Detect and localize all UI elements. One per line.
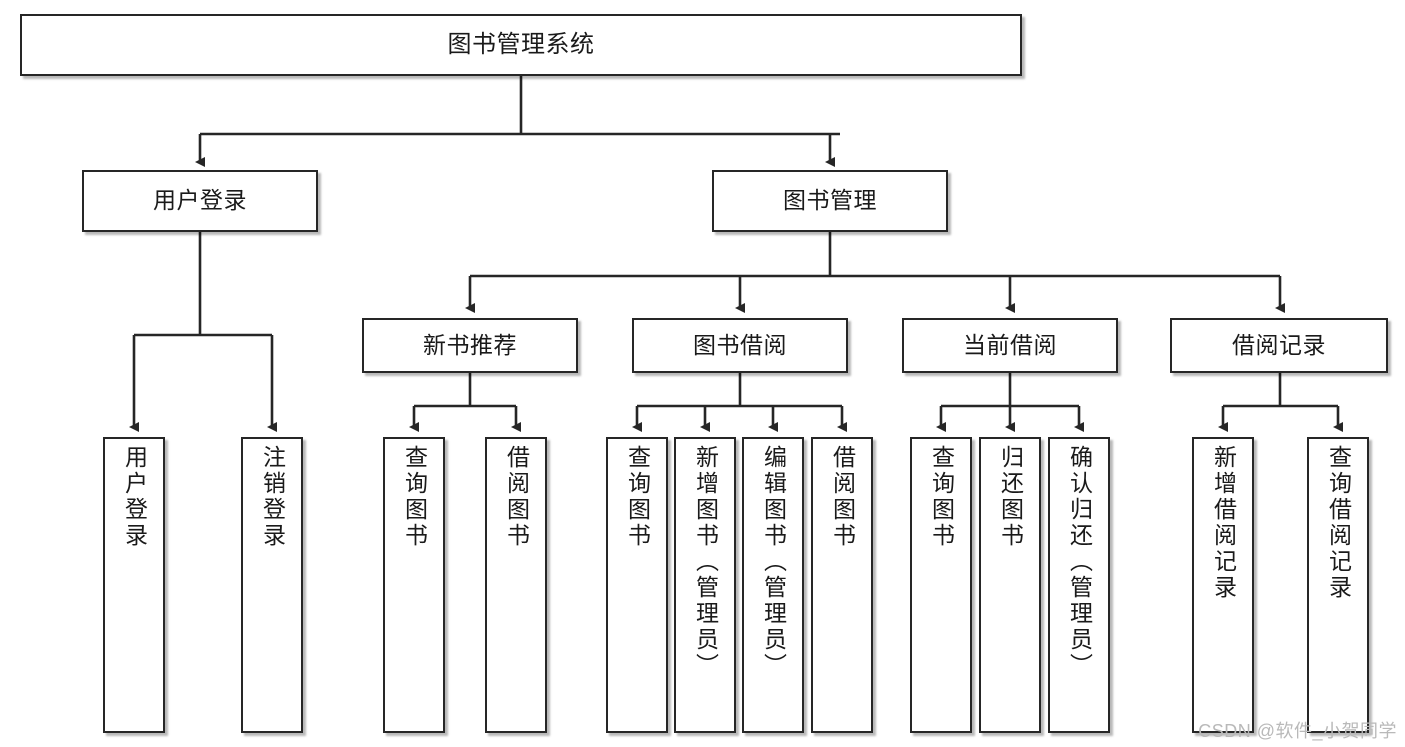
leaf-add-borrow-record[interactable]: 新增借阅记录 — [1192, 437, 1254, 733]
node-label: 借阅图书 — [829, 445, 856, 549]
leaf-user-login[interactable]: 用户登录 — [103, 437, 165, 733]
node-label: 用户登录 — [153, 187, 247, 214]
node-label: 新增图书（管理员） — [692, 445, 719, 679]
node-label: 用户登录 — [121, 445, 148, 549]
node-label: 图书管理 — [783, 187, 877, 214]
node-current-borrow[interactable]: 当前借阅 — [902, 318, 1118, 373]
node-new-book-recommend[interactable]: 新书推荐 — [362, 318, 578, 373]
node-label: 图书管理系统 — [447, 30, 595, 58]
node-label: 查询图书 — [928, 445, 955, 549]
leaf-edit-book[interactable]: 编辑图书（管理员） — [742, 437, 804, 733]
leaf-query-book-current[interactable]: 查询图书 — [910, 437, 972, 733]
node-label: 图书借阅 — [693, 331, 787, 358]
node-book-borrow[interactable]: 图书借阅 — [632, 318, 848, 373]
node-label: 查询借阅记录 — [1325, 445, 1352, 601]
leaf-query-book-recommend[interactable]: 查询图书 — [383, 437, 445, 733]
node-label: 借阅记录 — [1232, 331, 1326, 358]
leaf-query-borrow-record[interactable]: 查询借阅记录 — [1307, 437, 1369, 733]
node-label: 新增借阅记录 — [1210, 445, 1237, 601]
node-label: 借阅图书 — [503, 445, 530, 549]
node-label: 确认归还（管理员） — [1066, 445, 1093, 679]
node-book-management[interactable]: 图书管理 — [712, 170, 948, 232]
leaf-borrow-book-recommend[interactable]: 借阅图书 — [485, 437, 547, 733]
leaf-query-book-borrow[interactable]: 查询图书 — [606, 437, 668, 733]
node-borrow-record[interactable]: 借阅记录 — [1170, 318, 1388, 373]
leaf-borrow-book[interactable]: 借阅图书 — [811, 437, 873, 733]
node-label: 注销登录 — [259, 445, 286, 549]
leaf-add-book[interactable]: 新增图书（管理员） — [674, 437, 736, 733]
leaf-logout-login[interactable]: 注销登录 — [241, 437, 303, 733]
node-root-book-management-system[interactable]: 图书管理系统 — [20, 14, 1022, 76]
node-label: 新书推荐 — [423, 331, 517, 358]
leaf-return-book[interactable]: 归还图书 — [979, 437, 1041, 733]
node-label: 查询图书 — [401, 445, 428, 549]
node-label: 当前借阅 — [963, 331, 1057, 358]
node-user-login[interactable]: 用户登录 — [82, 170, 318, 232]
leaf-confirm-return[interactable]: 确认归还（管理员） — [1048, 437, 1110, 733]
node-label: 编辑图书（管理员） — [760, 445, 787, 679]
node-label: 归还图书 — [997, 445, 1024, 549]
csdn-watermark: CSDN @软件_小贺同学 — [1198, 721, 1397, 741]
node-label: 查询图书 — [624, 445, 651, 549]
